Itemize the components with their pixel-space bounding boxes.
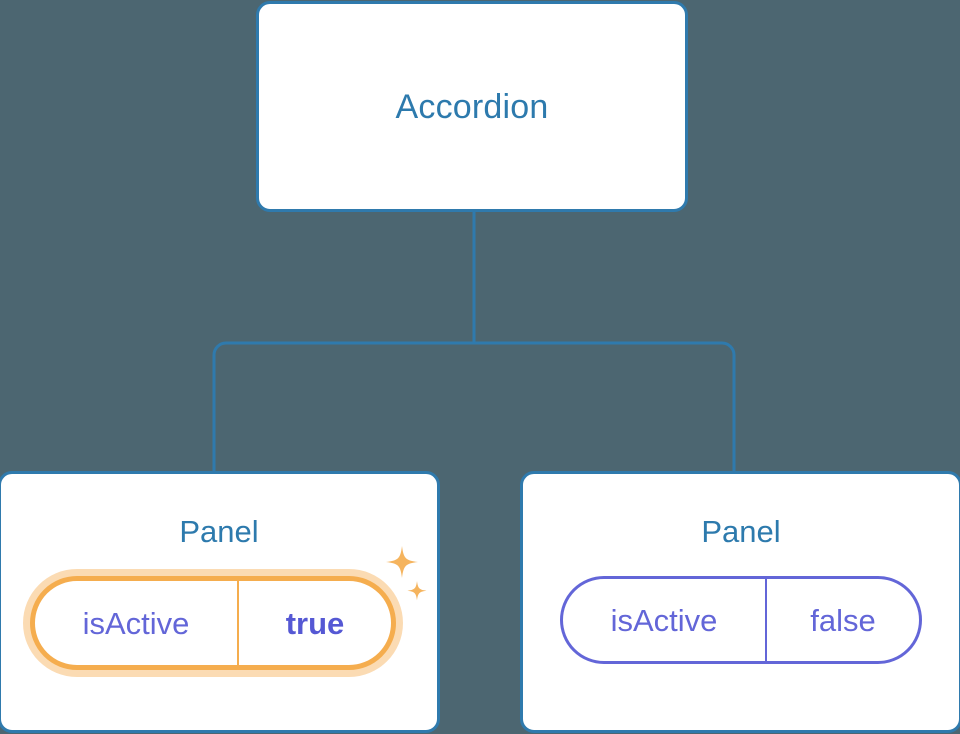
sparkle-large-icon (386, 546, 418, 578)
prop-value-label: true (237, 581, 391, 665)
prop-pill-isactive-true[interactable]: isActive true (30, 576, 396, 670)
connector-branch-right (474, 341, 736, 474)
prop-value-label: false (765, 579, 919, 661)
prop-pill-active-wrap: isActive true (30, 546, 427, 670)
sparkle-small-icon (407, 581, 427, 601)
node-accordion-title: Accordion (395, 87, 549, 126)
node-panel-inactive[interactable]: Panel isActive false (520, 471, 960, 733)
prop-key-label: isActive (610, 602, 718, 638)
connector-branch-left (212, 341, 474, 474)
prop-key-label: isActive (82, 605, 190, 641)
prop-pill-inactive-wrap: isActive false (560, 576, 922, 664)
node-panel-active-title: Panel (179, 514, 259, 549)
prop-pill-isactive-false[interactable]: isActive false (560, 576, 922, 664)
node-accordion[interactable]: Accordion (256, 1, 688, 212)
node-panel-active[interactable]: Panel isActive true (0, 471, 440, 733)
node-panel-inactive-title: Panel (701, 514, 781, 549)
